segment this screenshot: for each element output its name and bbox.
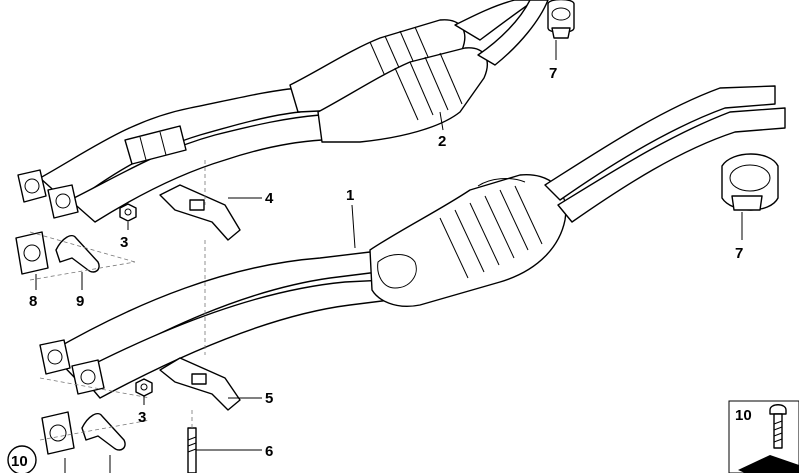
inset-part-10[interactable]: 10 — [728, 400, 799, 473]
bracket-part-4[interactable] — [159, 184, 241, 241]
callout-10-circled: 10 — [7, 445, 37, 473]
callout-6: 6 — [265, 443, 273, 460]
catalytic-converter-pipe[interactable] — [39, 85, 786, 399]
front-pipe-assembly[interactable] — [17, 0, 549, 223]
gasket-lower[interactable] — [41, 411, 75, 455]
callout-2: 2 — [438, 133, 446, 150]
callout-10-circle-text: 10 — [11, 453, 28, 470]
pipe-clamp-right[interactable] — [721, 153, 779, 211]
callout-1: 1 — [346, 187, 354, 204]
clamp-half-lower[interactable] — [81, 412, 126, 451]
callout-8: 8 — [29, 293, 37, 310]
callout-10-box: 10 — [735, 407, 752, 424]
bolt-part-6[interactable] — [187, 427, 197, 473]
nut-lower[interactable] — [135, 378, 153, 397]
bracket-part-5[interactable] — [159, 357, 241, 411]
callout-4: 4 — [265, 190, 274, 207]
clamp-half-upper[interactable] — [55, 234, 100, 273]
callout-5: 5 — [265, 390, 273, 407]
callout-3-lower: 3 — [138, 409, 146, 426]
callout-3-upper: 3 — [120, 234, 128, 251]
pipe-clamp-top[interactable] — [547, 0, 575, 39]
callout-9: 9 — [76, 293, 84, 310]
callout-7-right: 7 — [735, 245, 743, 262]
gasket-upper[interactable] — [15, 231, 49, 275]
callout-7-top: 7 — [549, 65, 557, 82]
nut-upper[interactable] — [119, 203, 137, 222]
